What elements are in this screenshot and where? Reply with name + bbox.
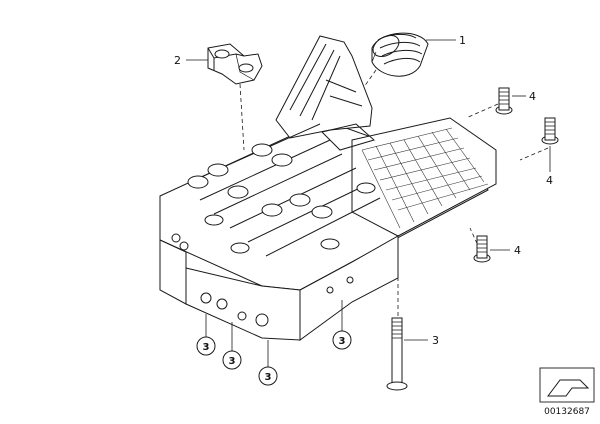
circled-label-d: 3	[339, 336, 346, 347]
part-number: 00132687	[544, 407, 590, 417]
bolt-part-4-right	[541, 117, 559, 145]
circled-label-b: 3	[229, 356, 236, 367]
circled-callout-a: 3	[196, 314, 216, 356]
valve-spools	[187, 143, 376, 254]
circled-label-c: 3	[265, 372, 272, 383]
callout-1: 1	[426, 34, 466, 47]
sleeve-part-1	[371, 32, 429, 77]
assembly-line-bolt-top	[465, 103, 499, 119]
callout-4c-label: 4	[514, 244, 521, 257]
assembly-line-bracket	[239, 83, 245, 151]
reference-box: 00132687	[539, 367, 595, 417]
callout-4b-label: 4	[546, 174, 553, 187]
circled-callout-d: 3	[332, 300, 352, 350]
callout-3: 3	[404, 334, 439, 347]
valve-body-housing	[159, 35, 497, 341]
callout-2-label: 2	[174, 54, 181, 67]
circled-label-a: 3	[203, 342, 210, 353]
assembly-line-bolt-right	[519, 147, 549, 161]
filter-grid	[361, 127, 489, 229]
circled-callout-c: 3	[258, 340, 278, 386]
callout-2: 2	[174, 54, 208, 67]
bolt-part-4-lower	[473, 235, 491, 263]
callout-3-label: 3	[432, 334, 439, 347]
callout-4c: 4	[490, 244, 521, 257]
bracket-part-2	[207, 43, 263, 85]
front-ports	[171, 233, 354, 327]
bolt-part-4-top	[495, 87, 513, 115]
callout-4b: 4	[546, 146, 553, 187]
reference-icon	[547, 379, 590, 397]
long-bolt-part-3	[386, 317, 408, 391]
callout-4a: 4	[512, 90, 536, 103]
callout-4a-label: 4	[529, 90, 536, 103]
callout-1-label: 1	[459, 34, 466, 47]
circled-callout-b: 3	[222, 322, 242, 370]
